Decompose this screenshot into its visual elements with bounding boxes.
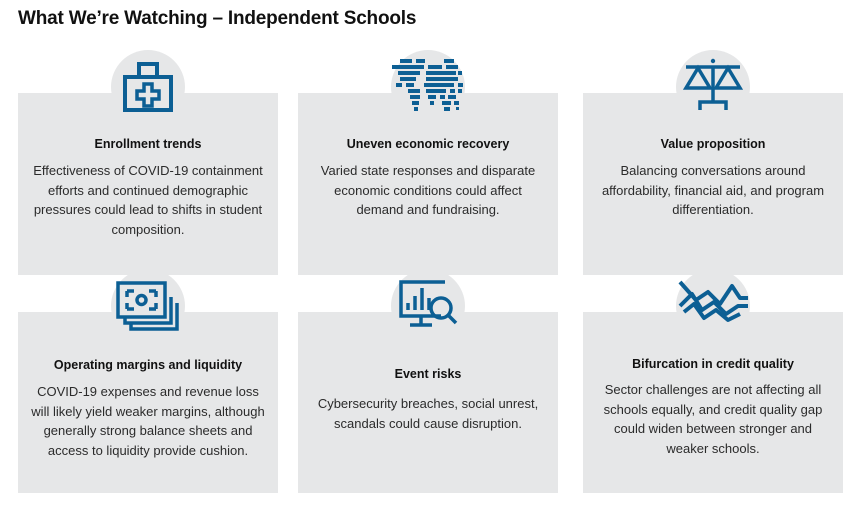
world-map-icon [391,50,465,124]
balance-scales-icon [676,50,750,124]
banknotes-icon [111,269,185,343]
watch-card-bifurcation-in-credit-quality: Bifurcation in credit quality Sector cha… [583,269,843,493]
card-heading: Enrollment trends [94,137,202,151]
watch-card-value-proposition: Value proposition Balancing conversation… [583,50,843,275]
card-body-text: Varied state responses and disparate eco… [320,163,536,217]
first-aid-kit-icon [111,50,185,124]
diverging-lines-icon [676,269,750,343]
card-body-text: Effectiveness of COVID-19 containment ef… [33,163,263,237]
card-body-text: Sector challenges are not affecting all … [603,382,823,456]
card-heading: Bifurcation in credit quality [632,357,794,371]
card-body-text: Cybersecurity breaches, social unrest, s… [317,396,539,431]
monitor-chart-search-icon [391,269,465,343]
card-heading: Uneven economic recovery [346,137,510,151]
watch-card-uneven-economic-recovery: Uneven economic recovery Varied state re… [298,50,558,275]
watch-card-event-risks: Event risks Cybersecurity breaches, soci… [298,269,558,493]
page-title: What We’re Watching – Independent School… [18,8,417,29]
watch-card-enrollment-trends: Enrollment trends Effectiveness of COVID… [18,50,278,275]
card-heading: Event risks [394,367,462,381]
card-body-text: Balancing conversations around affordabi… [601,163,825,217]
card-heading: Value proposition [660,137,766,151]
card-body-text: COVID-19 expenses and revenue loss will … [31,384,265,458]
card-heading: Operating margins and liquidity [53,358,243,372]
watch-card-operating-margins-and-liquidity: Operating margins and liquidity COVID-19… [18,269,278,493]
